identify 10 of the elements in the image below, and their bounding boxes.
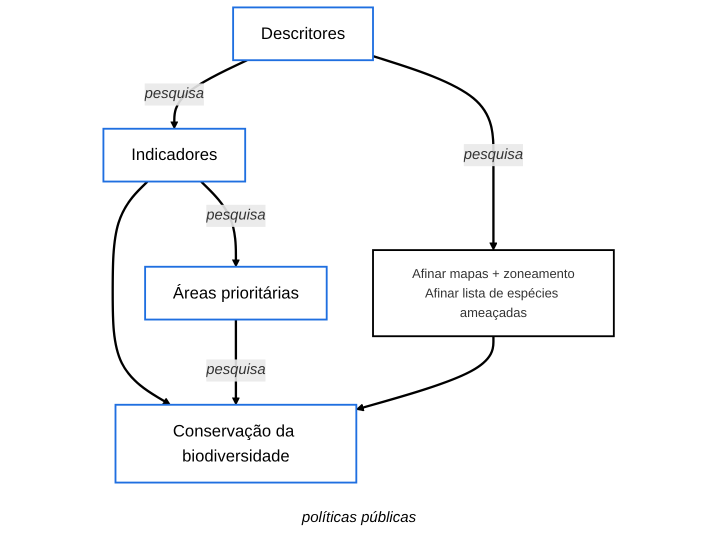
edge-label: pesquisa [206,204,266,227]
process-box: Afinar mapas + zoneamento Afinar lista de espécies ameaçadas [372,249,616,338]
process-box: Indicadores [102,128,246,182]
edge-label: pesquisa [145,83,204,106]
edge-label: pesquisa [206,359,266,382]
process-box: Conservação da biodiversidade [114,404,358,484]
note-text: políticas públicas [302,509,416,526]
process-box: Áreas prioritárias [144,266,328,320]
process-box: Descritores [232,6,374,62]
edge-label: pesquisa [464,144,524,166]
